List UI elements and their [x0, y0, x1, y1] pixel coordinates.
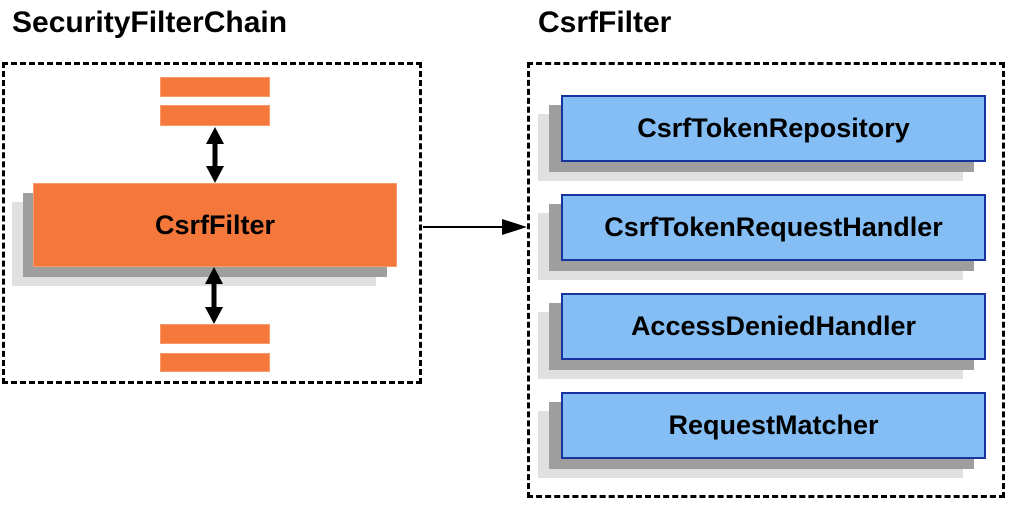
csrf-filter-box-group: CsrfFilter — [12, 183, 398, 287]
left-panel-title: SecurityFilterChain — [12, 6, 288, 39]
filter-stub-bottom-1 — [160, 324, 270, 344]
component-group: AccessDeniedHandler — [538, 293, 986, 379]
flow-arrow-icon — [423, 219, 527, 235]
right-panel-title: CsrfFilter — [538, 6, 672, 39]
filter-stub-top-2 — [160, 105, 270, 126]
component-label: CsrfTokenRequestHandler — [604, 212, 943, 242]
csrf-filter-container — [527, 62, 1005, 498]
component-group: CsrfTokenRepository — [538, 95, 986, 181]
csrf-filter-box-label: CsrfFilter — [154, 209, 276, 240]
component-box-access-denied-handler: AccessDeniedHandler — [561, 293, 986, 360]
component-box-request-matcher: RequestMatcher — [561, 392, 986, 459]
bidirectional-arrow-top-icon — [206, 127, 224, 183]
component-label: CsrfTokenRepository — [637, 113, 910, 143]
component-label: AccessDeniedHandler — [630, 311, 917, 341]
component-box-csrf-token-repository: CsrfTokenRepository — [561, 95, 986, 162]
component-group: CsrfTokenRequestHandler — [538, 194, 986, 280]
csrf-filter-box: CsrfFilter — [33, 183, 397, 267]
component-box-csrf-token-request-handler: CsrfTokenRequestHandler — [561, 194, 986, 261]
component-label: RequestMatcher — [668, 410, 879, 440]
security-filter-chain-container — [2, 62, 422, 384]
filter-stub-top-1 — [160, 77, 270, 97]
component-group: RequestMatcher — [538, 392, 986, 478]
filter-stub-bottom-2 — [160, 353, 270, 372]
bidirectional-arrow-bottom-icon — [205, 267, 223, 324]
